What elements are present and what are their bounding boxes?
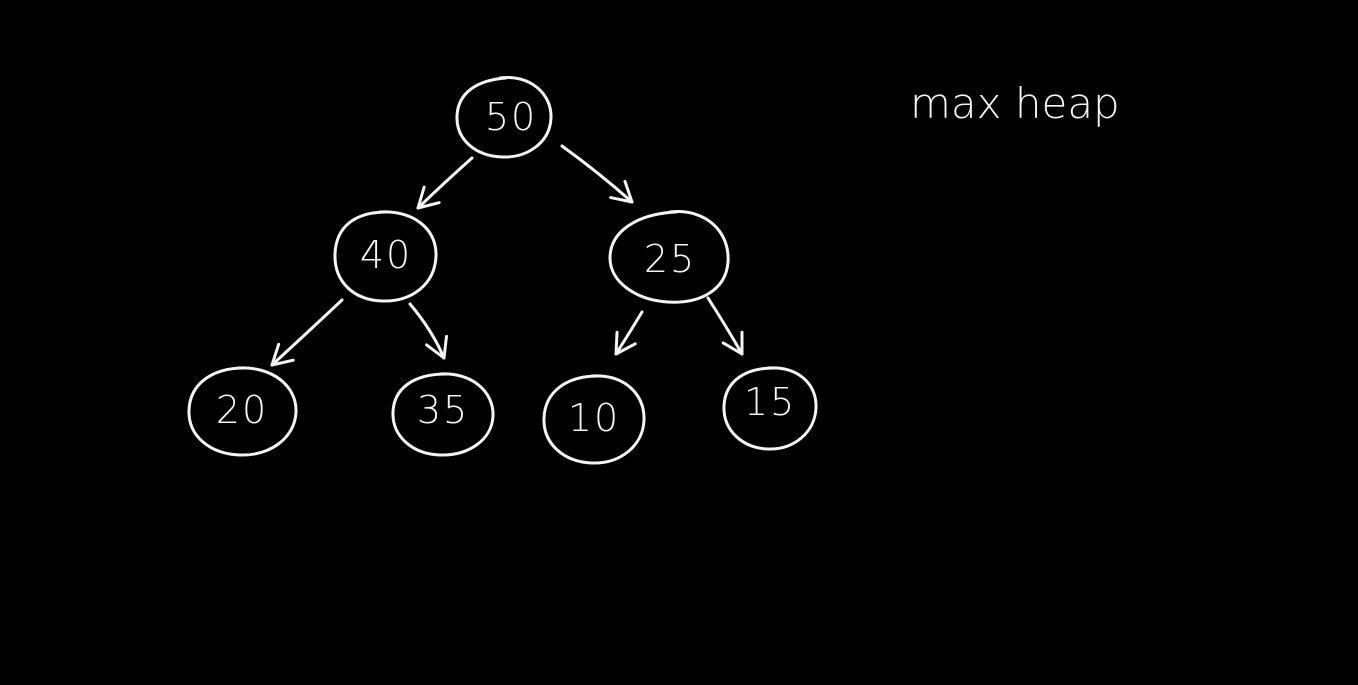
node-15: 15 xyxy=(722,366,818,451)
edges xyxy=(270,144,744,367)
node-10-label: 10 xyxy=(568,396,620,440)
edge-40-35 xyxy=(408,302,448,360)
node-35: 35 xyxy=(391,372,495,457)
edge-25-10 xyxy=(614,310,644,356)
node-15-circle xyxy=(722,366,818,451)
node-25-label: 25 xyxy=(644,237,696,281)
node-20-label: 20 xyxy=(216,388,268,432)
diagram-title: max heap xyxy=(910,79,1120,128)
node-50: 50 xyxy=(455,76,553,159)
edge-50-40 xyxy=(416,156,474,210)
node-25: 25 xyxy=(608,210,730,304)
node-40: 40 xyxy=(333,210,438,303)
node-35-circle xyxy=(391,372,495,457)
edge-25-15 xyxy=(706,296,744,356)
node-40-label: 40 xyxy=(360,233,412,277)
edge-40-20 xyxy=(270,298,344,367)
node-20: 20 xyxy=(187,366,298,457)
node-20-circle xyxy=(187,366,298,457)
node-15-label: 15 xyxy=(744,380,796,424)
node-40-circle xyxy=(333,210,438,303)
node-10-circle xyxy=(542,374,646,465)
node-25-circle xyxy=(608,210,730,304)
node-10: 10 xyxy=(542,374,646,465)
node-50-label: 50 xyxy=(485,95,537,139)
node-50-circle xyxy=(455,76,553,159)
node-35-label: 35 xyxy=(417,388,469,432)
edge-50-25 xyxy=(560,144,634,204)
